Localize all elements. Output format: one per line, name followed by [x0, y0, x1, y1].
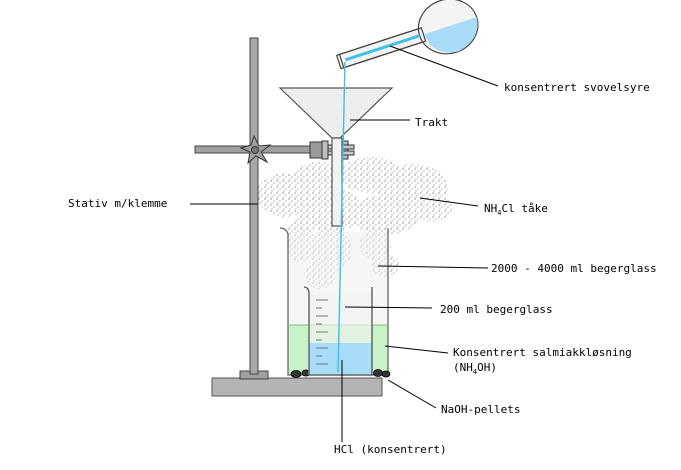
- label-large-beaker: 2000 - 4000 ml begerglass: [491, 262, 657, 275]
- label-sulfuric-acid: konsentrert svovelsyre: [504, 81, 650, 94]
- clamp-knob: [239, 134, 272, 165]
- label-small-beaker: 200 ml begerglass: [440, 303, 553, 316]
- label-nh4cl-fog: NH4Cl tåke: [484, 202, 548, 217]
- small-beaker: [303, 286, 373, 376]
- label-funnel: Trakt: [415, 116, 448, 129]
- stand-rod: [249, 37, 259, 375]
- naoh-pellets: [290, 369, 391, 378]
- label-hcl: HCl (konsentrert): [334, 443, 447, 456]
- stand-base: [211, 377, 383, 397]
- leader-lines: [190, 45, 499, 442]
- label-salmiak-formula: (NH4OH): [453, 361, 497, 376]
- label-salmiak-solution: Konsentrert salmiakkløsning: [453, 346, 632, 359]
- label-stand: Stativ m/klemme: [68, 197, 167, 210]
- graduation-marks: [316, 299, 328, 365]
- acid-flask: [335, 0, 479, 70]
- acid-stream: [337, 61, 346, 373]
- label-naoh-pellets: NaOH-pellets: [441, 403, 520, 416]
